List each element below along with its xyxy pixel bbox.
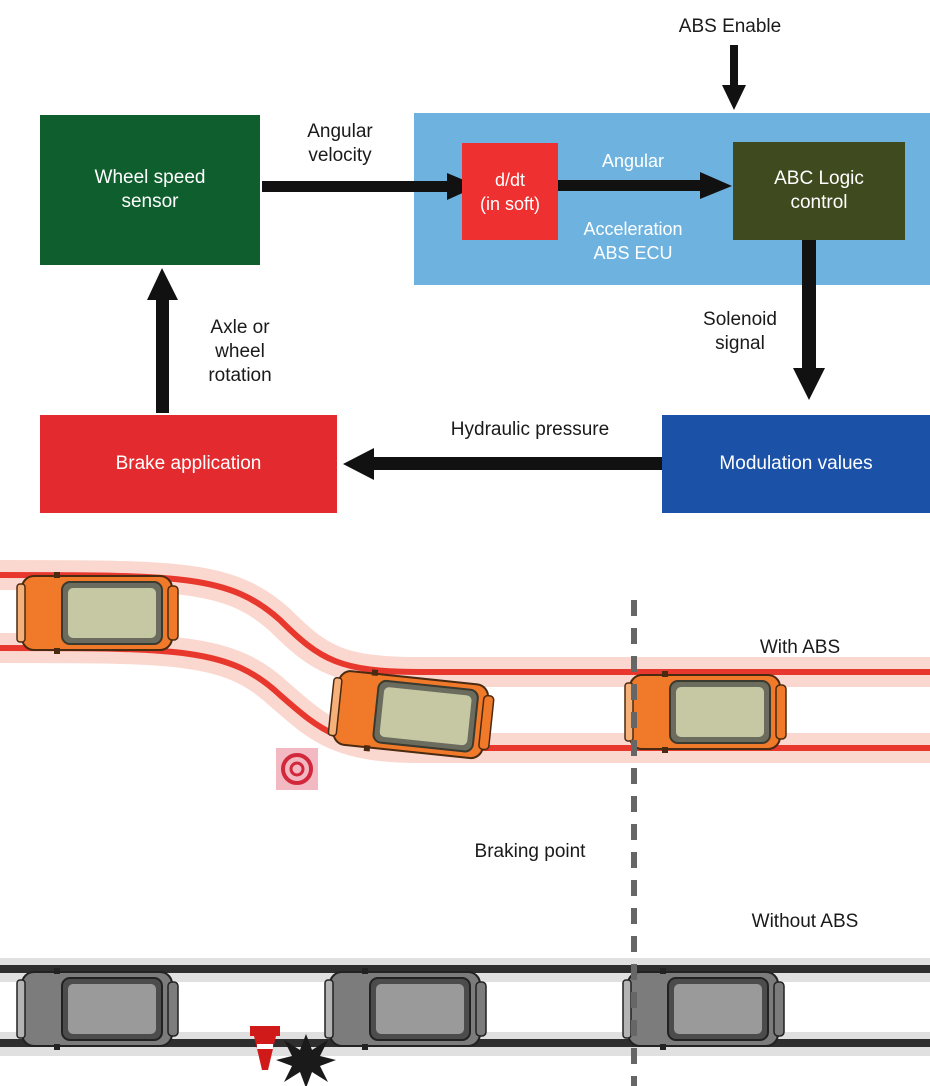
braking-point-label: Braking point	[474, 841, 586, 862]
abs-enable-arrow	[722, 45, 746, 110]
abs-enable-label: ABS Enable	[678, 16, 782, 37]
angular-label: Angular	[601, 151, 665, 171]
car-with-abs-start	[16, 571, 179, 655]
with-abs-label: With ABS	[759, 637, 841, 658]
angular-acceleration-arrow	[558, 172, 732, 199]
wheel-speed-sensor-block: Wheel speed sensor	[40, 115, 260, 265]
axle-rotation-label: Axle or wheel rotation	[208, 317, 272, 386]
traffic-cone-icon	[250, 1026, 280, 1070]
logic-control-block: ABC Logic control	[733, 142, 905, 240]
hydraulic-pressure-label: Hydraulic pressure	[450, 419, 610, 440]
brake-application-block: Brake application	[40, 415, 337, 513]
without-abs-label: Without ABS	[751, 911, 859, 932]
obstacle-marker-icon	[276, 748, 318, 790]
car-without-abs-middle	[324, 967, 487, 1051]
angular-velocity-label: Angular velocity	[307, 121, 373, 166]
car-without-abs-start	[16, 967, 179, 1051]
brake-application-label: Brake application	[115, 453, 262, 474]
axle-rotation-arrow	[147, 268, 178, 413]
modulation-values-label: Modulation values	[719, 453, 873, 474]
car-without-abs-final	[622, 967, 785, 1051]
collision-burst-icon	[276, 1034, 336, 1086]
solenoid-signal-label: Solenoid signal	[703, 309, 777, 354]
abs-comparison-illustration	[0, 560, 930, 1086]
derivative-block: d/dt (in soft)	[462, 143, 558, 240]
solenoid-signal-arrow	[793, 240, 825, 400]
acceleration-label: Acceleration	[583, 219, 683, 239]
derivative-label: d/dt (in soft)	[479, 169, 540, 214]
hydraulic-pressure-arrow	[343, 448, 662, 480]
wheel-speed-sensor-label: Wheel speed sensor	[94, 167, 206, 212]
car-with-abs-final	[624, 670, 787, 754]
modulation-values-block: Modulation values	[662, 415, 930, 513]
abs-ecu-label: ABS ECU	[593, 243, 673, 263]
logic-control-label: ABC Logic control	[774, 168, 864, 213]
